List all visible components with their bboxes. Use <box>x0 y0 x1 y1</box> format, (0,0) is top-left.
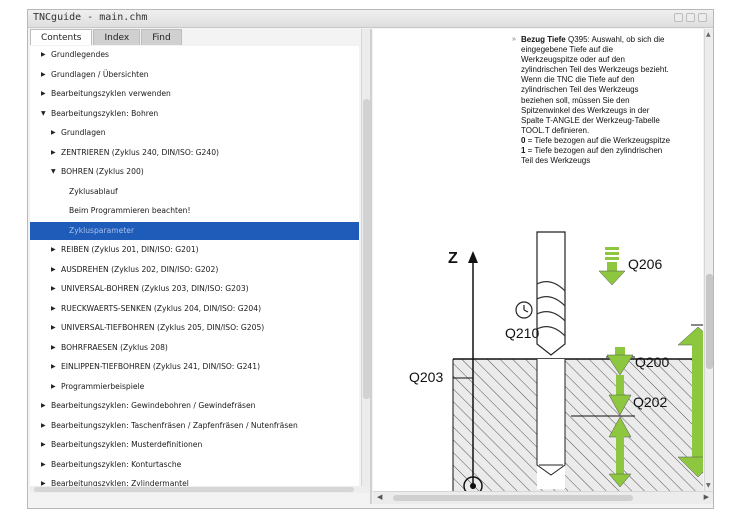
toc-item[interactable]: ▼BOHREN (Zyklus 200) <box>30 163 359 181</box>
toc-item[interactable]: ▶Grundlagen / Übersichten <box>30 66 359 84</box>
scroll-down-icon[interactable]: ▼ <box>706 482 711 489</box>
expand-arrow-icon[interactable]: ▶ <box>51 129 56 136</box>
toc-item[interactable]: ▶UNIVERSAL-TIEFBOHREN (Zyklus 205, DIN/I… <box>30 319 359 337</box>
pane-splitter[interactable] <box>370 29 372 504</box>
q202-indicator: Q202 <box>571 375 667 488</box>
expand-arrow-icon[interactable]: ▶ <box>41 421 46 429</box>
content-scrollbar-thumb[interactable] <box>706 274 713 369</box>
contents-tree: ▶Grundlegendes ▶Grundlagen / Übersichten… <box>30 46 359 486</box>
option-0-number: 0 <box>521 135 526 145</box>
window-title: TNCguide - main.chm <box>33 12 148 23</box>
maximize-button[interactable] <box>686 13 695 22</box>
tab-contents[interactable]: Contents <box>30 29 93 45</box>
toc-item[interactable]: ▶UNIVERSAL-BOHREN (Zyklus 203, DIN/ISO: … <box>30 280 359 298</box>
toc-item[interactable]: ▶Grundlagen <box>30 124 359 142</box>
toc-item[interactable]: ▼Bearbeitungszyklen: Bohren <box>30 105 359 123</box>
expand-arrow-icon[interactable]: ▶ <box>51 363 56 370</box>
expand-arrow-icon[interactable]: ▶ <box>51 148 56 156</box>
total-depth-indicator <box>677 324 703 478</box>
expand-arrow-icon[interactable]: ▶ <box>41 70 46 78</box>
toc-horizontal-scrollbar[interactable] <box>30 486 370 493</box>
parameter-text: Q395: Auswahl, ob sich die eingegebene T… <box>521 35 669 135</box>
expand-arrow-icon[interactable]: ▶ <box>41 90 46 97</box>
scroll-right-icon[interactable]: ▶ <box>703 493 709 501</box>
clock-icon <box>515 301 533 319</box>
content-horizontal-scrollbar[interactable]: ◀ ▶ <box>373 491 713 504</box>
toc-item[interactable]: ▶Bearbeitungszyklen: Musterdefinitionen <box>30 436 359 454</box>
expand-arrow-icon[interactable]: ▶ <box>41 51 46 58</box>
toc-item[interactable]: ▶EINLIPPEN-TIEFBOHREN (Zyklus 241, DIN/I… <box>30 358 359 376</box>
expand-arrow-icon[interactable]: ▶ <box>51 382 56 390</box>
scroll-up-icon[interactable]: ▲ <box>706 31 711 38</box>
q202-label: Q202 <box>633 394 667 410</box>
expand-arrow-icon[interactable]: ▶ <box>41 480 46 486</box>
workpiece <box>452 358 703 491</box>
z-axis-label: Z <box>448 250 458 267</box>
option-1-number: 1 <box>521 146 526 156</box>
toc-item[interactable]: ▶Bearbeitungszyklen: Taschenfräsen / Zap… <box>30 417 359 435</box>
toc-item[interactable]: Zyklusablauf <box>69 186 118 196</box>
q210-label: Q210 <box>505 325 539 341</box>
toc-item[interactable]: ▶Bearbeitungszyklen: Zylindermantel <box>30 475 359 486</box>
toc-item-selected[interactable]: Zyklusparameter <box>30 221 359 240</box>
dwell-time-indicator: Q210 <box>505 301 539 341</box>
q200-label: Q200 <box>635 354 669 370</box>
title-bar[interactable]: TNCguide - main.chm <box>28 10 713 28</box>
collapse-arrow-icon[interactable]: ▼ <box>51 168 56 175</box>
option-1-text: = Tiefe bezogen auf den zylindrischen Te… <box>521 146 663 166</box>
parameter-description: » Bezug Tiefe Q395: Auswahl, ob sich die… <box>512 35 671 166</box>
drill-tool <box>536 231 566 356</box>
expand-arrow-icon[interactable]: ▶ <box>51 265 56 273</box>
toc-item[interactable]: ▶REIBEN (Zyklus 201, DIN/ISO: G201) <box>30 241 359 259</box>
collapse-arrow-icon[interactable]: ▼ <box>41 109 46 117</box>
scroll-left-icon[interactable]: ◀ <box>377 493 383 501</box>
expand-arrow-icon[interactable]: ▶ <box>51 343 56 351</box>
toc-item[interactable]: ▶ZENTRIEREN (Zyklus 240, DIN/ISO: G240) <box>30 144 359 162</box>
toc-item[interactable]: ▶Bearbeitungszyklen: Konturtasche <box>30 456 359 474</box>
toc-hscroll-thumb[interactable] <box>34 487 354 492</box>
q206-indicator: Q206 <box>598 247 662 286</box>
tab-index[interactable]: Index <box>93 29 141 45</box>
help-window: TNCguide - main.chm Contents Index Find … <box>27 9 714 509</box>
toc-item[interactable]: ▶Bearbeitungszyklen verwenden <box>30 85 359 103</box>
toc-scrollbar[interactable] <box>361 29 371 486</box>
option-0-text: = Tiefe bezogen auf die Werkzeugspitze <box>525 135 671 145</box>
minimize-button[interactable] <box>674 13 683 22</box>
expand-arrow-icon[interactable]: ▶ <box>51 246 56 253</box>
toc-item[interactable]: ▶Grundlegendes <box>30 46 359 64</box>
content-hscroll-thumb[interactable] <box>393 495 633 501</box>
expand-arrow-icon[interactable]: ▶ <box>41 441 46 448</box>
expand-arrow-icon[interactable]: ▶ <box>41 460 46 468</box>
close-button[interactable] <box>698 13 707 22</box>
expand-arrow-icon[interactable]: ▶ <box>51 285 56 292</box>
toc-item[interactable]: Beim Programmieren beachten! <box>69 206 191 215</box>
z-axis: Z <box>448 250 483 491</box>
toc-item[interactable]: ▶Programmierbeispiele <box>30 378 359 396</box>
toc-scrollbar-thumb[interactable] <box>363 99 370 399</box>
parameter-name: Bezug Tiefe <box>521 35 566 44</box>
toc-item[interactable]: ▶RUECKWAERTS-SENKEN (Zyklus 204, DIN/ISO… <box>30 300 359 318</box>
bullet-icon: » <box>512 36 516 43</box>
nav-tabs: Contents Index Find <box>30 29 183 46</box>
expand-arrow-icon[interactable]: ▶ <box>51 324 56 331</box>
expand-arrow-icon[interactable]: ▶ <box>51 304 56 312</box>
toc-item[interactable]: ▶BOHRFRAESEN (Zyklus 208) <box>30 339 359 357</box>
content-pane: » Bezug Tiefe Q395: Auswahl, ob sich die… <box>373 29 703 491</box>
expand-arrow-icon[interactable]: ▶ <box>41 402 46 409</box>
tab-find[interactable]: Find <box>141 29 182 45</box>
origin-icon <box>463 476 483 491</box>
toc-item[interactable]: ▶Bearbeitungszyklen: Gewindebohren / Gew… <box>30 397 359 415</box>
drilling-diagram: Z Q206 Q210 <box>409 231 703 491</box>
q200-indicator: Q200 <box>606 347 669 376</box>
q203-indicator: Q203 <box>409 369 473 385</box>
toc-item[interactable]: ▶AUSDREHEN (Zyklus 202, DIN/ISO: G202) <box>30 261 359 279</box>
content-scrollbar[interactable]: ▲ ▼ <box>704 29 713 491</box>
window-controls <box>674 13 707 22</box>
q206-label: Q206 <box>628 256 662 272</box>
q203-label: Q203 <box>409 369 443 385</box>
